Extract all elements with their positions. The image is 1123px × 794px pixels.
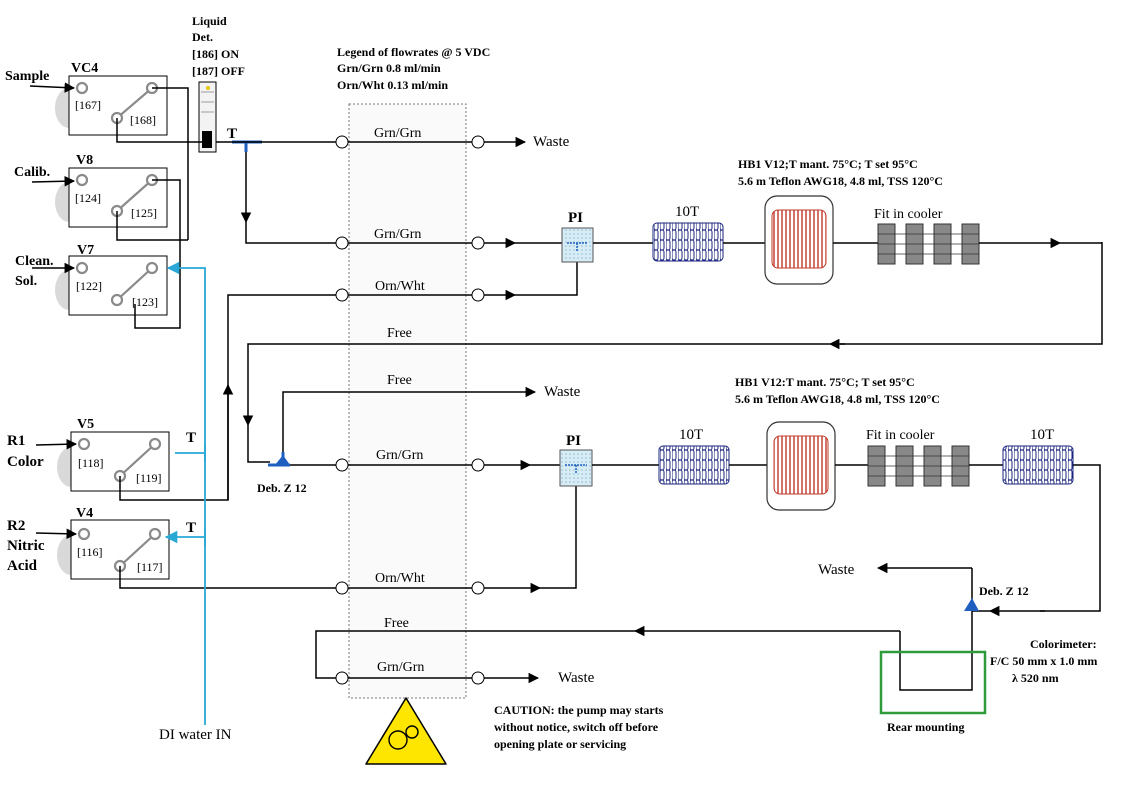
pump-plate xyxy=(348,103,467,699)
inlet-arrows xyxy=(29,82,78,540)
tee-v5-label: T xyxy=(186,430,196,446)
legend-title: Legend of flowrates @ 5 VDC xyxy=(337,45,490,59)
cooler-2 xyxy=(867,445,970,487)
valve-vc4-port-b: [168] xyxy=(130,113,156,127)
tube-row9-label: Grn/Grn xyxy=(377,660,424,675)
inlet-clean-1: Clean. xyxy=(15,254,54,269)
inlet-nitric: Nitric xyxy=(7,538,45,554)
di-water-lines xyxy=(164,261,206,725)
tube-row5-label: Free xyxy=(387,373,412,388)
valve-v4-port-a: [116] xyxy=(77,545,103,559)
valve-vc4 xyxy=(55,75,168,136)
liquid-detector-off: [187] OFF xyxy=(192,64,245,78)
waste-label-2: Waste xyxy=(544,384,581,400)
heater-2-line1: HB1 V12:T mant. 75°C; T set 95°C xyxy=(735,375,915,389)
valve-v7-port-b: [123] xyxy=(132,295,158,309)
inlet-acid: Acid xyxy=(7,558,38,574)
di-water-label: DI water IN xyxy=(159,727,232,743)
pi-mixer-2-label: PI xyxy=(566,433,581,449)
coil-10t-2 xyxy=(658,445,730,485)
tube-row4-label: Free xyxy=(387,326,412,341)
colorimeter-line2: F/C 50 mm x 1.0 mm xyxy=(990,654,1097,668)
tube-row8-label: Free xyxy=(384,616,409,631)
caution-line3: opening plate or servicing xyxy=(494,737,626,751)
cooler-1-label: Fit in cooler xyxy=(874,207,943,222)
caution-line2: without notice, switch off before xyxy=(494,720,659,734)
pump-rows xyxy=(216,136,1103,684)
tube-row7-label: Orn/Wht xyxy=(375,571,425,586)
liquid-detector-label-1: Liquid xyxy=(192,14,227,28)
colorimeter xyxy=(879,650,987,715)
heater-2-line2: 5.6 m Teflon AWG18, 4.8 ml, TSS 120°C xyxy=(735,392,940,406)
valve-v7 xyxy=(55,255,168,316)
colorimeter-mount: Rear mounting xyxy=(887,720,964,734)
caution-line1: CAUTION: the pump may starts xyxy=(494,703,664,717)
valve-v8-port-b: [125] xyxy=(131,206,157,220)
valve-vc4-port-a: [167] xyxy=(75,98,101,112)
inlet-clean-2: Sol. xyxy=(15,274,37,289)
valve-v4-name: V4 xyxy=(76,506,93,521)
tee-top-label: T xyxy=(227,126,237,142)
valve-manifold-tubing xyxy=(116,87,340,589)
tee-top xyxy=(232,140,262,152)
colorimeter-line3: λ 520 nm xyxy=(1012,671,1059,685)
debubbler-1-body xyxy=(275,455,290,465)
cooler-1 xyxy=(877,223,980,265)
inlet-sample: Sample xyxy=(5,69,49,84)
heater-2 xyxy=(766,421,836,511)
liquid-detector-on: [186] ON xyxy=(192,47,239,61)
valve-v8 xyxy=(55,167,168,228)
debubbler-1-label: Deb. Z 12 xyxy=(257,481,307,495)
inlet-calib: Calib. xyxy=(14,165,50,180)
legend-grn: Grn/Grn 0.8 ml/min xyxy=(337,61,441,75)
pi-mixer-1-label: PI xyxy=(568,210,583,226)
valve-v5-port-a: [118] xyxy=(78,456,104,470)
valve-v8-name: V8 xyxy=(76,153,93,168)
tube-row1-label: Grn/Grn xyxy=(374,126,421,141)
liquid-detector xyxy=(198,81,217,153)
pump-tube-ports xyxy=(335,135,485,685)
waste-label-1: Waste xyxy=(533,134,570,150)
waste-label-3: Waste xyxy=(558,670,595,686)
caution-icon xyxy=(365,697,447,765)
coil-10t-3 xyxy=(1002,445,1074,485)
valve-v5-name: V5 xyxy=(77,417,94,432)
inlet-r1: R1 xyxy=(7,433,25,449)
coil-10t-1 xyxy=(652,222,724,262)
liquid-detector-label-2: Det. xyxy=(192,30,213,44)
coil-10t-2-label: 10T xyxy=(679,427,703,443)
valve-vc4-name: VC4 xyxy=(71,61,98,76)
cooler-2-label: Fit in cooler xyxy=(866,428,935,443)
valve-v7-name: V7 xyxy=(77,243,94,258)
valve-v7-port-a: [122] xyxy=(76,279,102,293)
debubbler-2 xyxy=(964,598,979,611)
heater-1-line2: 5.6 m Teflon AWG18, 4.8 ml, TSS 120°C xyxy=(738,174,943,188)
tee-v4-label: T xyxy=(186,520,196,536)
debubbler-2-label: Deb. Z 12 xyxy=(979,584,1029,598)
waste-label-4: Waste xyxy=(818,562,855,578)
heater-1 xyxy=(764,195,834,285)
coil-10t-1-label: 10T xyxy=(675,204,699,220)
tube-row6-label: Grn/Grn xyxy=(376,448,423,463)
valve-v5-port-b: [119] xyxy=(136,471,162,485)
pi-mixer-1 xyxy=(561,227,594,263)
colorimeter-loop xyxy=(899,568,973,691)
valve-v4-port-b: [117] xyxy=(137,560,163,574)
pi-mixer-2 xyxy=(559,449,593,487)
tube-row3-label: Orn/Wht xyxy=(375,279,425,294)
legend-orn: Orn/Wht 0.13 ml/min xyxy=(337,78,448,92)
heater-1-line1: HB1 V12;T mant. 75°C; T set 95°C xyxy=(738,157,918,171)
tube-lower-e xyxy=(1040,464,1101,612)
tube-row2-label: Grn/Grn xyxy=(374,227,421,242)
valve-v8-port-a: [124] xyxy=(75,191,101,205)
colorimeter-line1: Colorimeter: xyxy=(1030,637,1097,651)
inlet-r2: R2 xyxy=(7,518,25,534)
coil-10t-3-label: 10T xyxy=(1030,427,1054,443)
inlet-color: Color xyxy=(7,454,44,470)
